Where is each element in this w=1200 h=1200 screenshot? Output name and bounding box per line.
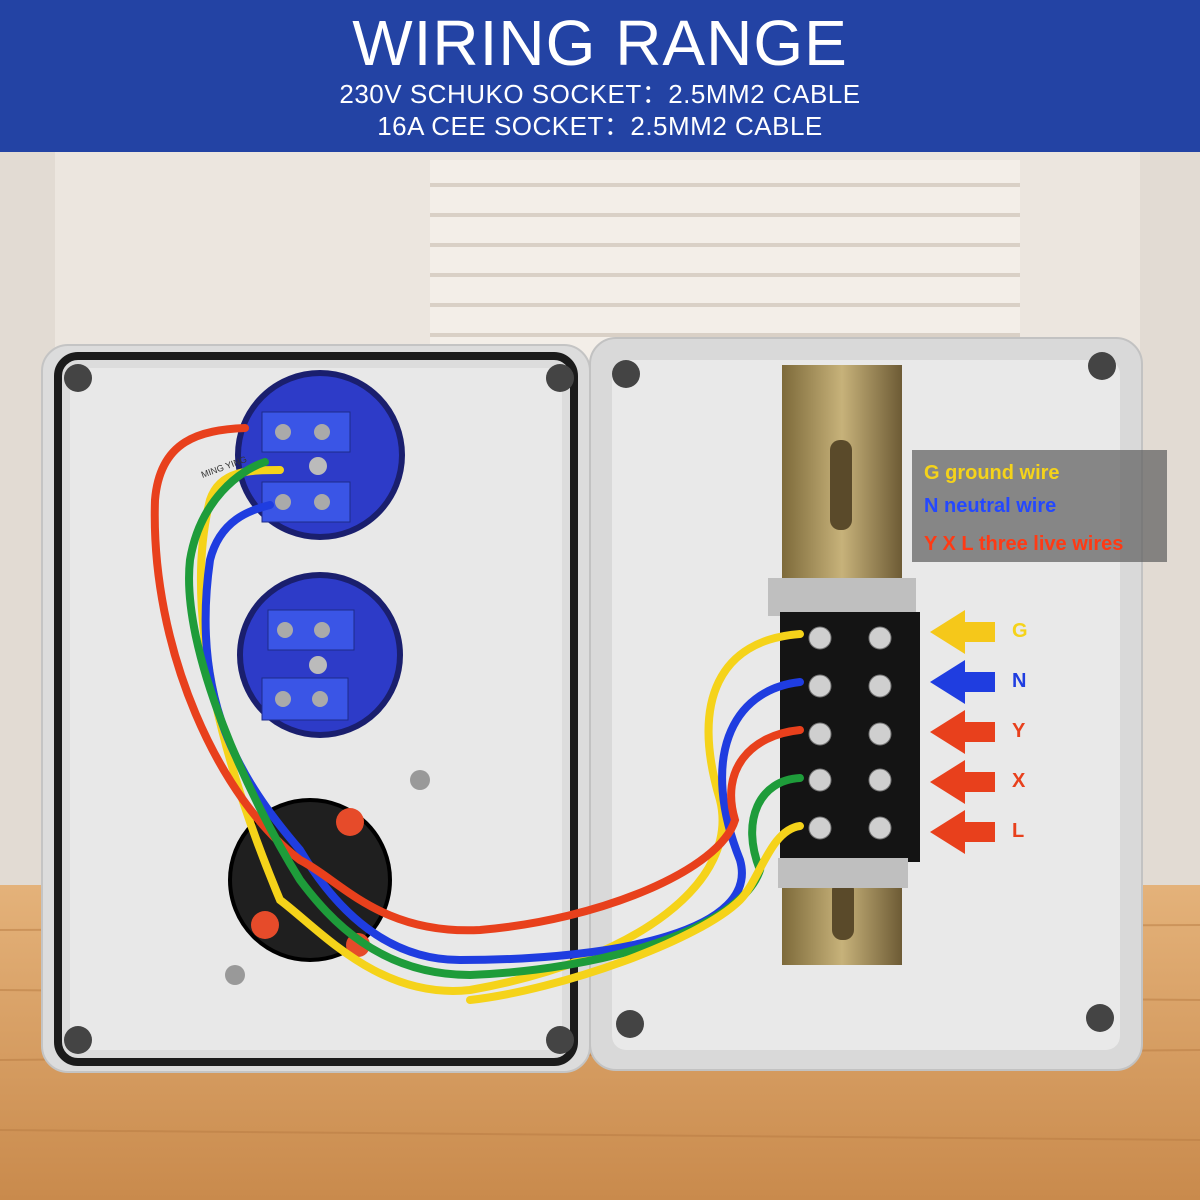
arrow-x bbox=[930, 760, 995, 804]
terminal-block-cap-top bbox=[768, 578, 916, 616]
wire-legend: G ground wire N neutral wire Y X L three… bbox=[912, 450, 1167, 562]
socket-2-terminal-bottom bbox=[261, 677, 349, 721]
terminal-screws bbox=[808, 626, 892, 840]
junction-box-photo bbox=[0, 152, 1200, 1200]
schuko-cable-spec: 230V SCHUKO SOCKET：2.5MM2 CABLE bbox=[339, 79, 861, 109]
legend-live: Y X L three live wires bbox=[924, 533, 1124, 555]
terminal-label-y: Y bbox=[1012, 720, 1026, 742]
arrow-l bbox=[930, 810, 995, 854]
lid-bolt bbox=[225, 965, 245, 985]
terminal-label-n: N bbox=[1012, 670, 1027, 692]
cee-cable-spec: 16A CEE SOCKET：2.5MM2 CABLE bbox=[377, 111, 823, 141]
din-rail-slot bbox=[830, 440, 852, 530]
lid-screw-hole bbox=[64, 364, 92, 392]
box-screw-hole bbox=[1088, 352, 1116, 380]
wire-yellow-2 bbox=[466, 822, 804, 1004]
wires bbox=[150, 424, 804, 1004]
page-title: WIRING RANGE bbox=[352, 7, 848, 79]
box-screw-hole bbox=[1086, 1004, 1114, 1032]
wire-blue bbox=[201, 501, 804, 965]
lid-gasket bbox=[54, 352, 578, 1066]
wire-yellow bbox=[197, 466, 804, 995]
legend-ground: G ground wire bbox=[924, 462, 1060, 484]
lid-screw-hole bbox=[64, 1026, 92, 1054]
lid-screw-hole bbox=[546, 364, 574, 392]
terminal-block-cap-bottom bbox=[778, 858, 908, 888]
wire-red bbox=[150, 424, 804, 935]
lid-screw-hole bbox=[546, 1026, 574, 1054]
terminal-block bbox=[780, 612, 920, 862]
legend-neutral: N neutral wire bbox=[924, 495, 1057, 517]
terminal-label-l: L bbox=[1012, 820, 1025, 842]
terminal-label-x: X bbox=[1012, 770, 1026, 792]
lid-bolt bbox=[410, 770, 430, 790]
terminal-arrows bbox=[930, 610, 995, 854]
box-screw-hole bbox=[616, 1010, 644, 1038]
arrow-g bbox=[930, 610, 995, 654]
terminal-label-g: G bbox=[1012, 620, 1028, 642]
box-screw-hole bbox=[612, 360, 640, 388]
header-banner: WIRING RANGE 230V SCHUKO SOCKET：2.5MM2 C… bbox=[0, 0, 1200, 152]
arrow-y bbox=[930, 710, 995, 754]
arrow-n bbox=[930, 660, 995, 704]
din-rail-slot bbox=[832, 880, 854, 940]
